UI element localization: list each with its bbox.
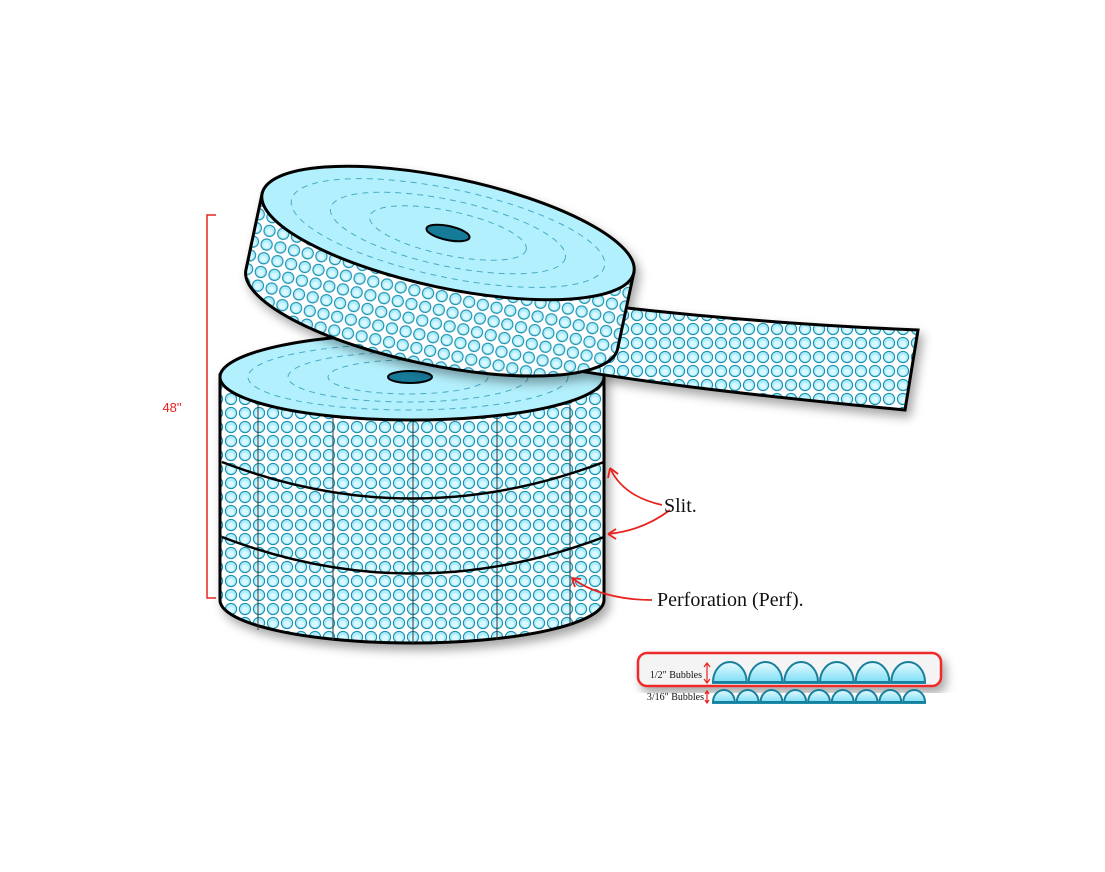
bubble: [735, 689, 760, 703]
height-label: 48": [162, 400, 181, 415]
bubble: [878, 689, 903, 703]
bubble: [783, 661, 820, 683]
bubble: [711, 661, 748, 683]
top-roll: [244, 164, 920, 412]
bubble: [783, 689, 808, 703]
slit-line-2: [221, 535, 605, 575]
bubble: [818, 661, 855, 683]
small-bubble-label: 3/16" Bubbles: [647, 692, 704, 703]
bubble: [854, 689, 879, 703]
small-bubbles: [711, 689, 927, 704]
perforation-label: Perforation (Perf).: [657, 589, 804, 611]
bottom-roll: [218, 332, 606, 645]
bubble: [747, 661, 784, 683]
large-bubbles: [711, 661, 927, 684]
top-roll-core: [425, 223, 471, 243]
bubble: [830, 689, 855, 703]
bubble-size-legend: 1/2" Bubbles 3/16" Bubbles: [636, 651, 943, 705]
bubble: [854, 661, 891, 683]
callout-arrows: [571, 467, 671, 601]
bottom-roll-core: [387, 370, 433, 384]
large-bubble-label: 1/2" Bubbles: [650, 670, 702, 681]
bubble: [759, 689, 784, 703]
bubble: [807, 689, 831, 703]
perforation-lines: [257, 405, 571, 645]
slit-line-1: [221, 460, 605, 500]
bubble: [711, 689, 736, 703]
bubble: [902, 689, 927, 703]
bubble: [890, 661, 927, 683]
slit-label: Slit.: [664, 495, 697, 517]
height-dimension: [206, 214, 216, 599]
